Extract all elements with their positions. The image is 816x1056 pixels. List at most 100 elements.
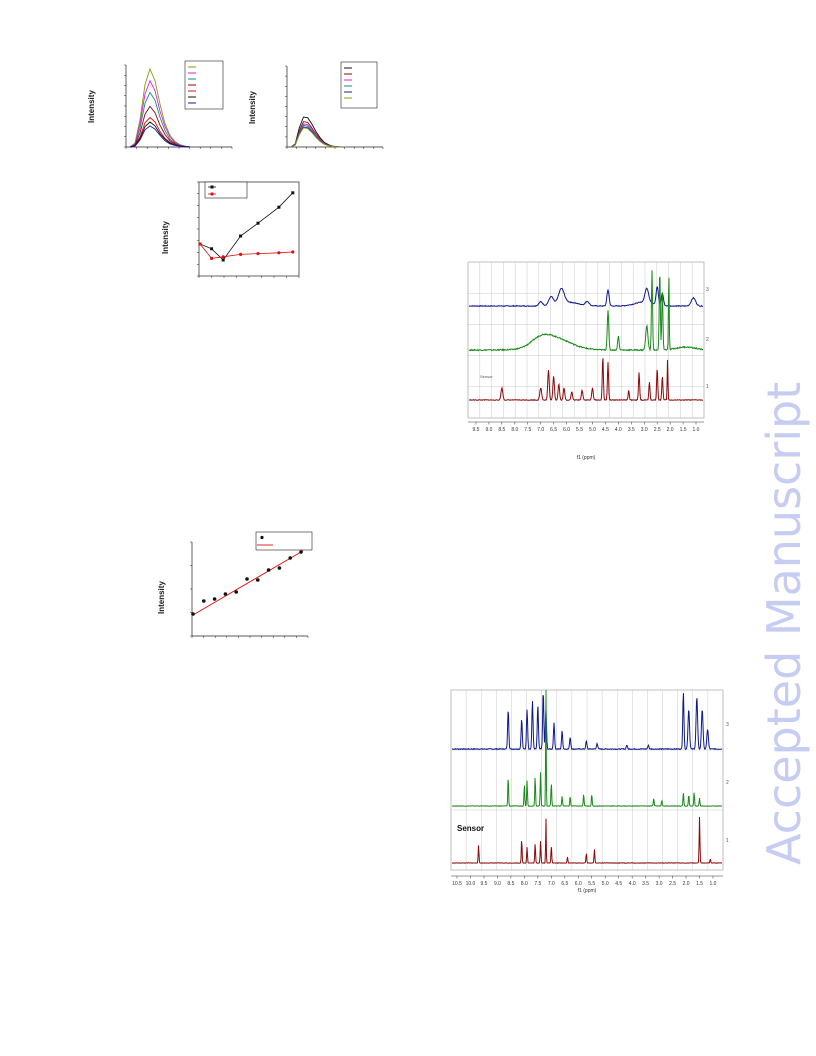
svg-text:1: 1: [706, 384, 709, 390]
tick-label: 1.5: [680, 427, 687, 433]
legend-box: [204, 181, 248, 199]
data-point: [245, 577, 249, 581]
data-point: [288, 556, 292, 560]
data-point: [277, 566, 282, 570]
tick-label: 5.5: [588, 881, 595, 887]
data-point: [256, 252, 260, 256]
sensor-label: Sensor: [457, 824, 484, 833]
tick-label: 4.0: [629, 881, 636, 887]
svg-text:3: 3: [726, 722, 729, 728]
tick-label: 3.0: [641, 427, 648, 433]
tick-label: 3.5: [628, 427, 635, 433]
nmr-trace: [451, 816, 723, 864]
data-point: [291, 191, 295, 195]
series-line: [290, 127, 342, 148]
data-point: [191, 612, 195, 616]
tick-label: 9.0: [494, 881, 501, 887]
tick-label: 8.0: [511, 427, 518, 433]
data-point: [256, 578, 260, 582]
axes: [191, 542, 308, 637]
grid: [467, 262, 705, 418]
data-point: [299, 550, 303, 554]
series-line: [129, 125, 191, 148]
data-point: [223, 592, 228, 596]
accepted-manuscript-watermark: Accepted Manuscript: [757, 382, 811, 865]
data-point: [239, 252, 243, 256]
data-point: [221, 255, 225, 259]
spectra-lines: [129, 67, 191, 148]
sensor-label: Sensor: [480, 374, 493, 379]
tick-label: 9.5: [473, 427, 480, 433]
nmr-trace: [451, 689, 723, 807]
nmr-trace: [469, 286, 704, 308]
tick-label: 8.5: [507, 881, 514, 887]
tick-label: 4.5: [602, 427, 609, 433]
legend-swatches: [344, 67, 352, 99]
y-axis-label: Intensity: [248, 91, 257, 124]
tick-label: 1.0: [710, 881, 717, 887]
data-point: [239, 234, 243, 238]
axis-ticks: [197, 181, 300, 278]
spectra-lines: [290, 116, 342, 148]
data-point: [202, 599, 206, 603]
axis-ticks: [285, 65, 384, 149]
data-point: [277, 205, 281, 209]
tick-label: 7.0: [548, 881, 555, 887]
tick-label: 5.5: [576, 427, 583, 433]
svg-text:2: 2: [706, 337, 709, 343]
tick-label: 10.0: [466, 881, 476, 887]
tick-label: 9.5: [480, 881, 487, 887]
x-axis-label: f1 (ppm): [577, 455, 596, 461]
tick-label: 2.0: [667, 427, 674, 433]
legend-swatches: [208, 185, 216, 196]
x-axis-label: f1 (ppm): [578, 888, 597, 894]
tick-label: 3.5: [642, 881, 649, 887]
y-axis-label: Intensity: [87, 90, 96, 123]
tick-label: 8.5: [498, 427, 505, 433]
tick-label: 6.0: [575, 881, 582, 887]
data-point: [256, 221, 260, 225]
nmr-trace: [468, 358, 703, 402]
fit-line: [192, 550, 304, 616]
nmr-traces: [468, 270, 704, 402]
fluorescence-spectra-a: Intensity: [87, 60, 233, 149]
nmr-spectrum-2: Sensor 3 2 1 10.5 10.0 9.5 9.0 8.5 8.0 7.5 7.0 6…: [450, 689, 729, 894]
legend-box: [340, 61, 378, 109]
trace-labels: 3 2 1: [726, 722, 729, 844]
tick-label: 7.0: [537, 427, 544, 433]
series-line: [129, 79, 191, 148]
data-point: [221, 258, 225, 262]
tick-label: 5.0: [602, 881, 609, 887]
data-series: [191, 550, 304, 616]
tick-label: 1.0: [693, 427, 700, 433]
data-point: [277, 251, 281, 255]
y-axis-label: Intensity: [157, 581, 166, 614]
tick-label: 3.0: [656, 881, 663, 887]
data-series: [198, 191, 295, 262]
legend-box: [255, 531, 313, 551]
svg-text:1: 1: [726, 838, 729, 844]
tick-label: 9.0: [485, 427, 492, 433]
tick-label: 2.0: [683, 881, 690, 887]
tick-label: 7.5: [524, 427, 531, 433]
data-point: [291, 250, 295, 254]
tick-label: 6.5: [561, 881, 568, 887]
nmr-trace: [451, 693, 723, 751]
axis-ticks: [124, 64, 233, 149]
intensity-trend-chart: Intensity: [161, 181, 300, 278]
tick-label: 10.5: [452, 881, 462, 887]
tick-label: 2.5: [669, 881, 676, 887]
tick-label: 8.0: [521, 881, 528, 887]
y-axis-label: Intensity: [161, 221, 170, 254]
legend-swatches: [257, 535, 273, 546]
fluorescence-spectra-b: Intensity: [248, 61, 384, 149]
data-point: [234, 590, 238, 594]
tick-label: 4.5: [615, 881, 622, 887]
data-point: [266, 568, 271, 572]
x-axis: 10.5 10.0 9.5 9.0 8.5 8.0 7.5 7.0 6.5 6.0 5.5 5.0 4.…: [451, 875, 723, 887]
axis-ticks: [190, 541, 309, 638]
tick-label: 6.5: [550, 427, 557, 433]
svg-text:2: 2: [726, 780, 729, 786]
tick-label: 7.5: [534, 881, 541, 887]
